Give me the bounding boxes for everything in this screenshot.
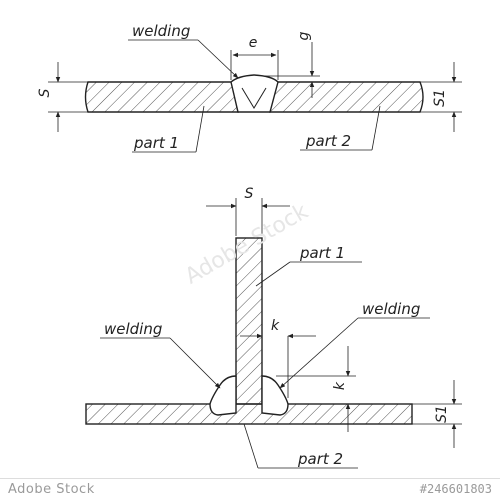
- part1-vertical-plate: [235, 237, 263, 405]
- part1-top-plate: [84, 81, 239, 113]
- top-s-label: S: [37, 88, 53, 97]
- bottom-welding-right-label: welding: [362, 300, 420, 318]
- part2-top-plate: [269, 81, 424, 113]
- top-weld-bead: [230, 74, 279, 113]
- bottom-part2-label: part 2: [297, 450, 343, 468]
- stock-logo: Adobe Stock: [8, 482, 95, 497]
- top-welding-label: welding: [132, 22, 190, 40]
- top-part2-label: part 2: [305, 132, 351, 150]
- top-s1-label: S1: [432, 89, 448, 107]
- top-e-label: e: [249, 35, 258, 51]
- bottom-view: S part 1 k k S1 welding welding part 2: [85, 186, 462, 469]
- bottom-k-horizontal-label: k: [271, 318, 280, 334]
- top-weld-groove: [241, 87, 267, 109]
- bottom-s1-label: S1: [434, 405, 450, 423]
- right-fillet-weld: [261, 375, 289, 416]
- top-g-label: g: [296, 31, 312, 40]
- stock-strip: Adobe Stock #246601803: [0, 478, 500, 501]
- bottom-s-label: S: [245, 186, 254, 202]
- left-fillet-weld: [209, 375, 237, 416]
- bottom-part1-label: part 1: [299, 244, 345, 262]
- stock-asset-id: #246601803: [419, 482, 492, 496]
- top-part1-label: part 1: [133, 134, 179, 152]
- part2-base-plate: [85, 403, 413, 425]
- bottom-welding-left-label: welding: [104, 320, 162, 338]
- bottom-k-vertical-label: k: [332, 381, 348, 390]
- top-view: S S1 e g welding part 1 part 2: [37, 22, 462, 153]
